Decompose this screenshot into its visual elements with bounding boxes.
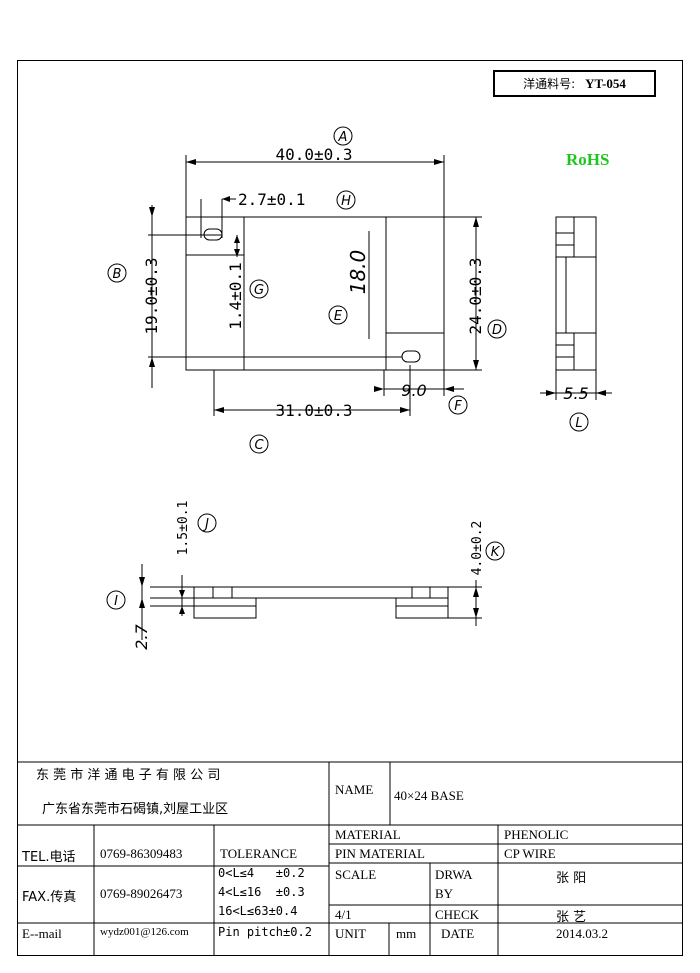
unit-value: mm: [396, 926, 417, 941]
svg-text:F: F: [454, 399, 462, 414]
pin-material-value: CP WIRE: [504, 846, 556, 861]
unit-label: UNIT: [335, 926, 367, 941]
svg-text:G: G: [254, 283, 264, 298]
tolerance-row-3: 16<L≤63±0.4: [218, 904, 298, 918]
svg-text:D: D: [492, 323, 502, 338]
svg-text:K: K: [491, 545, 501, 560]
ref-I: I: [106, 590, 126, 610]
ref-J: J: [197, 513, 217, 533]
date-label: DATE: [441, 926, 475, 941]
ref-A: A: [333, 126, 353, 146]
drwa-label: DRWA: [435, 867, 473, 882]
email-value: wydz001@126.com: [100, 926, 189, 938]
name-label: NAME: [335, 782, 374, 797]
svg-text:J: J: [202, 517, 209, 532]
pin-material-label: PIN MATERIAL: [335, 846, 425, 861]
email-label: E--mail: [22, 926, 62, 941]
svg-text:L: L: [575, 416, 582, 431]
drawn-by: 张 阳: [556, 871, 587, 886]
svg-text:E: E: [334, 309, 343, 324]
ref-F: F: [448, 395, 468, 415]
svg-text:B: B: [113, 267, 122, 282]
dim-e18: 18.0: [346, 250, 370, 295]
dim-k40: 4.0±0.2: [470, 521, 485, 576]
dim-l55: 5.5: [563, 384, 588, 403]
date-value: 2014.03.2: [556, 926, 608, 941]
material-label: MATERIAL: [335, 827, 401, 842]
tel-value: 0769-86309483: [100, 846, 183, 861]
dim-j15: 1.5±0.1: [176, 501, 191, 556]
ref-E: E: [328, 305, 348, 325]
dim-width: 40.0±0.3: [275, 145, 352, 164]
name-value: 40×24 BASE: [394, 788, 464, 803]
tolerance-row-4: Pin pitch±0.2: [218, 925, 312, 939]
fax-label: FAX.传真: [22, 890, 77, 905]
ref-K: K: [485, 541, 505, 561]
scale-value: 4/1: [335, 907, 352, 922]
side-view-body: [555, 216, 597, 371]
tel-label: TEL.电话: [22, 850, 76, 865]
dim-height19: 19.0±0.3: [142, 257, 161, 334]
dim-g14: 1.4±0.1: [226, 262, 245, 329]
company-address: 广东省东莞市石碣镇,刘屋工业区: [42, 802, 229, 817]
company-name: 东 莞 市 洋 通 电 子 有 限 公 司: [36, 768, 221, 783]
tolerance-row-1: 0<L≤4 ±0.2: [218, 866, 305, 880]
tolerance-label: TOLERANCE: [220, 846, 298, 861]
svg-text:I: I: [114, 594, 118, 609]
ref-C: C: [249, 434, 269, 454]
ref-L: L: [569, 412, 589, 432]
part-number-value: YT-054: [585, 75, 626, 91]
bottom-slot: [401, 350, 421, 363]
svg-text:H: H: [341, 194, 351, 209]
dim-c31: 31.0±0.3: [275, 401, 352, 420]
part-number-box: 洋通料号: YT-054: [493, 70, 656, 97]
by-label: BY: [435, 886, 454, 901]
ref-B: B: [107, 263, 127, 283]
dim-d24: 24.0±0.3: [466, 257, 485, 334]
svg-text:A: A: [338, 130, 348, 145]
fax-value: 0769-89026473: [100, 886, 183, 901]
material-value: PHENOLIC: [504, 827, 569, 842]
top-view-body: [185, 216, 445, 371]
tolerance-row-2: 4<L≤16 ±0.3: [218, 885, 305, 899]
dim-slot: 2.7±0.1: [238, 190, 305, 209]
svg-text:C: C: [254, 438, 264, 453]
ref-G: G: [249, 279, 269, 299]
checked-by: 张 艺: [556, 910, 587, 925]
ref-H: H: [336, 190, 356, 210]
drawing-frame: [17, 60, 683, 956]
rohs-mark: RoHS: [566, 150, 610, 169]
part-number-label: 洋通料号:: [523, 77, 576, 91]
ref-D: D: [487, 319, 507, 339]
dim-i27: 2.7: [132, 623, 151, 649]
check-label: CHECK: [435, 907, 480, 922]
dim-f9: 9.0: [401, 381, 426, 400]
scale-label: SCALE: [335, 867, 377, 882]
